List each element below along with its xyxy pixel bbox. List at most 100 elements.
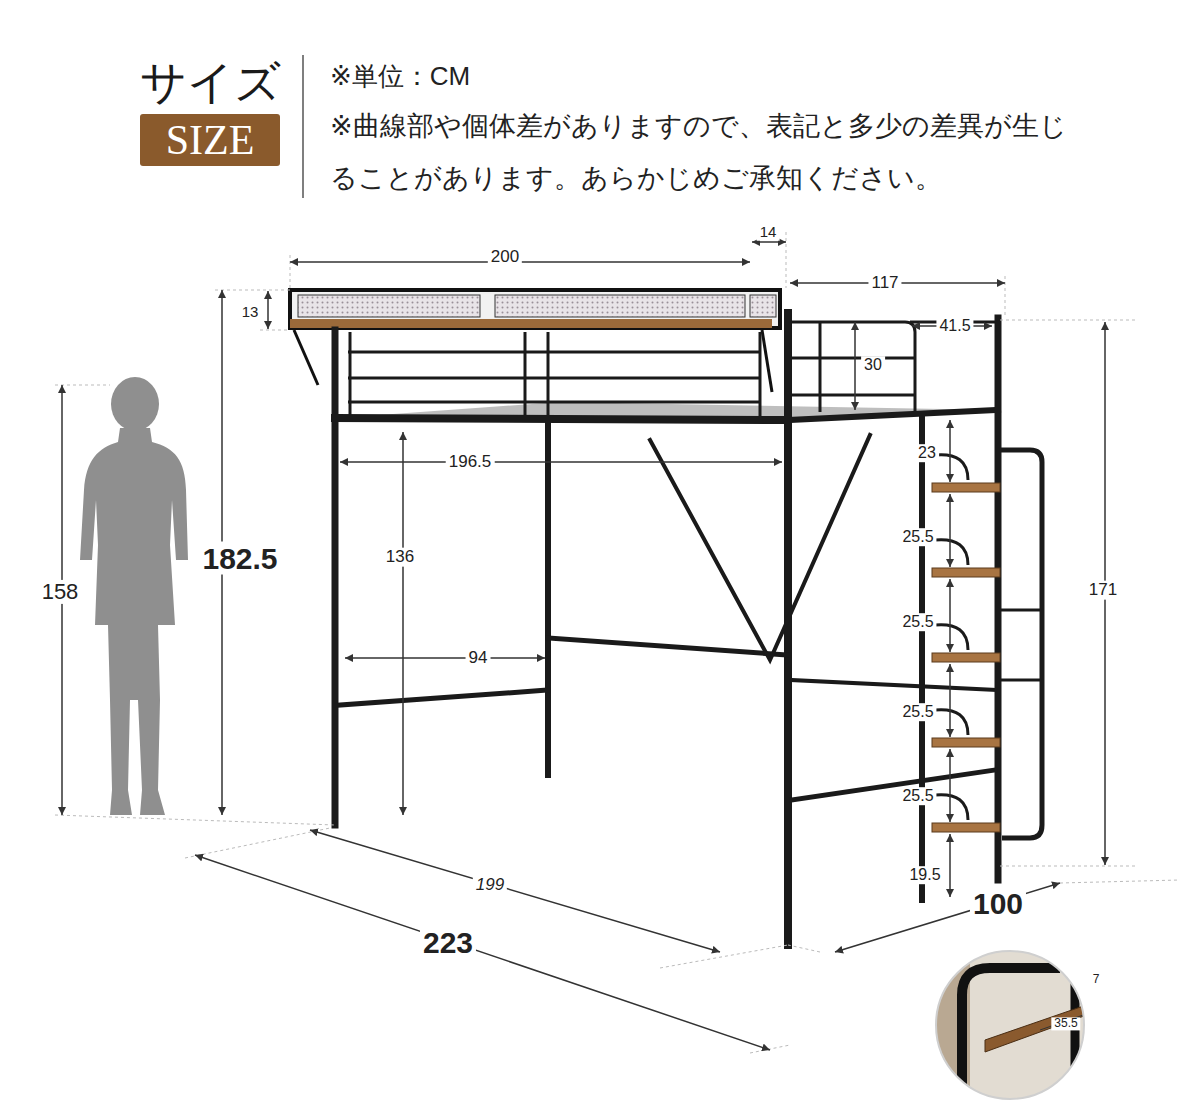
ladder-step [932, 568, 1000, 577]
extension-line [55, 385, 110, 386]
dimension-label: 94 [466, 649, 491, 668]
step-hook [935, 455, 968, 480]
dimension-label: 182.5 [199, 542, 280, 575]
dimension-label: 196.5 [446, 453, 495, 472]
dimension-line [949, 749, 951, 822]
dimension-label: 158 [39, 580, 82, 604]
dimension-line [310, 830, 720, 952]
ladder-handle [998, 450, 1042, 838]
dimension-line [340, 461, 782, 463]
extension-line [660, 945, 788, 968]
separator-line [302, 55, 304, 198]
dimension-line [345, 657, 545, 659]
ladder-step [932, 483, 1000, 492]
handle-bar [998, 609, 1042, 612]
dimension-label: 200 [488, 248, 522, 267]
dimension-line [949, 664, 951, 737]
lower-rail [340, 690, 548, 705]
extension-line [260, 330, 290, 331]
inset-step [985, 1002, 1095, 1052]
bed-leg [332, 330, 339, 825]
dimension-label: 14 [757, 224, 780, 241]
step-hook [935, 710, 968, 735]
extension-line [290, 255, 291, 288]
lower-rail [792, 770, 995, 800]
dimension-label: 25.5 [899, 613, 936, 631]
wood-shelf [290, 319, 772, 328]
dimension-label: 171 [1086, 581, 1120, 600]
dimension-label: 199 [473, 876, 507, 895]
unit-note: ※単位：CM [330, 62, 470, 91]
extension-line [185, 828, 330, 858]
guard-post [759, 332, 762, 416]
dimension-label: 30 [861, 356, 885, 374]
dimension-label: 136 [383, 548, 417, 567]
guard-post [349, 332, 352, 416]
disclaimer-note: ※曲線部や個体差がありますので、表記と多少の差異が生じ ることがあります。あらか… [330, 100, 1075, 204]
dimension-line [752, 241, 786, 243]
extension-line [215, 290, 290, 291]
inset-ground [930, 945, 1090, 1105]
dimension-label: 223 [420, 926, 476, 959]
shelf-bracket [762, 330, 772, 392]
guard-rail [790, 394, 915, 397]
step-hook [935, 795, 968, 820]
ladder-step [932, 823, 1000, 832]
dimension-label: 25.5 [899, 703, 936, 721]
dimension-line [949, 579, 951, 652]
extension-line [750, 1045, 790, 1053]
v-brace [650, 435, 870, 660]
guard-post [547, 332, 550, 416]
extension-line [788, 945, 820, 952]
extension-line [55, 815, 335, 825]
extension-line [1000, 866, 1135, 867]
dimension-label: 13 [239, 304, 262, 321]
inset-dimension-label: 7 [1090, 973, 1103, 986]
dimension-line [195, 855, 770, 1050]
ladder-step [932, 738, 1000, 747]
guard-rail [348, 401, 760, 404]
shelf-bracket [294, 330, 318, 385]
guard-post [819, 322, 822, 412]
badge-text: SIZE [166, 119, 255, 161]
dimension-line [267, 291, 269, 329]
ladder-step [932, 653, 1000, 662]
dimension-label: 25.5 [899, 528, 936, 546]
dimension-label: 41.5 [936, 317, 973, 335]
dimension-label: 117 [868, 274, 901, 293]
mesh-panel [750, 295, 776, 317]
title-heading: サイズ [140, 58, 281, 109]
lower-rail [792, 680, 995, 690]
extension-line [1000, 320, 1135, 321]
guard-post [524, 332, 527, 416]
dimension-line [949, 420, 951, 482]
side-rail [335, 418, 788, 420]
size-badge: SIZE [140, 114, 280, 166]
bed-leg [995, 318, 1002, 880]
guard-rail [348, 377, 760, 380]
ladder-rail [919, 415, 925, 900]
dimension-line [949, 834, 951, 897]
end-rail [788, 410, 998, 420]
dimension-label: 23 [915, 444, 939, 462]
extension-line [1060, 880, 1180, 883]
dimension-line [949, 494, 951, 567]
dimension-line [854, 322, 856, 410]
dimension-label: 19.5 [906, 866, 943, 884]
dimension-label: 100 [970, 887, 1026, 920]
dimension-line [835, 883, 1060, 952]
person-head [111, 377, 159, 431]
dimension-line [402, 432, 404, 815]
inset-border [936, 951, 1084, 1099]
dimension-label: 25.5 [899, 787, 936, 805]
extension-line [786, 232, 787, 288]
step-hook [935, 540, 968, 565]
guard-rail [790, 322, 915, 412]
lower-rail [548, 638, 788, 655]
headboard-frame [290, 290, 780, 328]
mesh-panel [495, 295, 745, 317]
guard-rail [348, 351, 760, 354]
bed-leg [545, 420, 551, 775]
person-silhouette [80, 428, 188, 815]
